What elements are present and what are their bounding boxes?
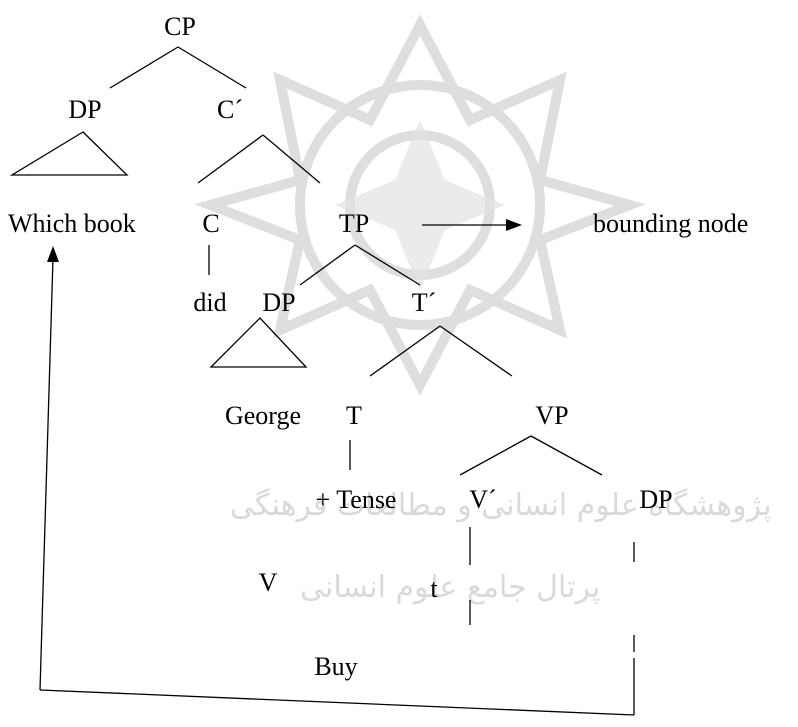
node-tp: TP — [338, 209, 370, 238]
edge-vp-vbar — [459, 435, 532, 476]
edge-tbar-vp — [439, 325, 513, 377]
edge-cp-cbar — [177, 46, 247, 89]
edge-tp-tbar — [354, 244, 421, 286]
edge-cp-dp — [109, 46, 179, 89]
word-which-book: Which book — [8, 209, 136, 238]
word-george: George — [224, 401, 302, 430]
edge-cbar-c — [197, 134, 264, 184]
bounding-arrowhead-icon — [506, 219, 522, 231]
edge-cbar-tp — [262, 134, 321, 184]
word-buy: Buy — [314, 652, 358, 681]
node-cp: CP — [164, 12, 196, 41]
watermark-line-2: پرتال جامع علوم انسانی — [300, 570, 601, 605]
word-did: did — [193, 288, 227, 317]
movement-arrowhead-icon — [47, 246, 59, 262]
node-dp-spec: DP — [68, 95, 102, 124]
node-v: V — [258, 568, 278, 597]
feature-tense: + Tense — [315, 485, 397, 514]
node-dp-object: DP — [639, 485, 673, 514]
triangle-dp-spec — [9, 131, 129, 176]
node-c-bar: C´ — [217, 95, 243, 124]
movement-line-left — [39, 257, 54, 691]
node-vp: VP — [535, 401, 569, 430]
node-t-bar: T´ — [411, 288, 437, 317]
watermark-line-1: پژوهشگاه علوم انسانی و مطالعات فرهنگی — [230, 488, 772, 523]
node-t: T — [346, 401, 362, 430]
node-v-bar: V´ — [469, 485, 497, 514]
label-bounding-node: bounding node — [593, 209, 749, 238]
node-dp-subject: DP — [262, 288, 296, 317]
triangle-dp-subject — [209, 317, 308, 368]
edge-tbar-t — [369, 325, 441, 377]
edge-vp-dp — [530, 435, 603, 476]
word-trace: t — [430, 574, 438, 603]
edge-tp-dp — [299, 244, 356, 286]
movement-line-bottom — [39, 689, 635, 716]
node-c: C — [202, 209, 220, 238]
